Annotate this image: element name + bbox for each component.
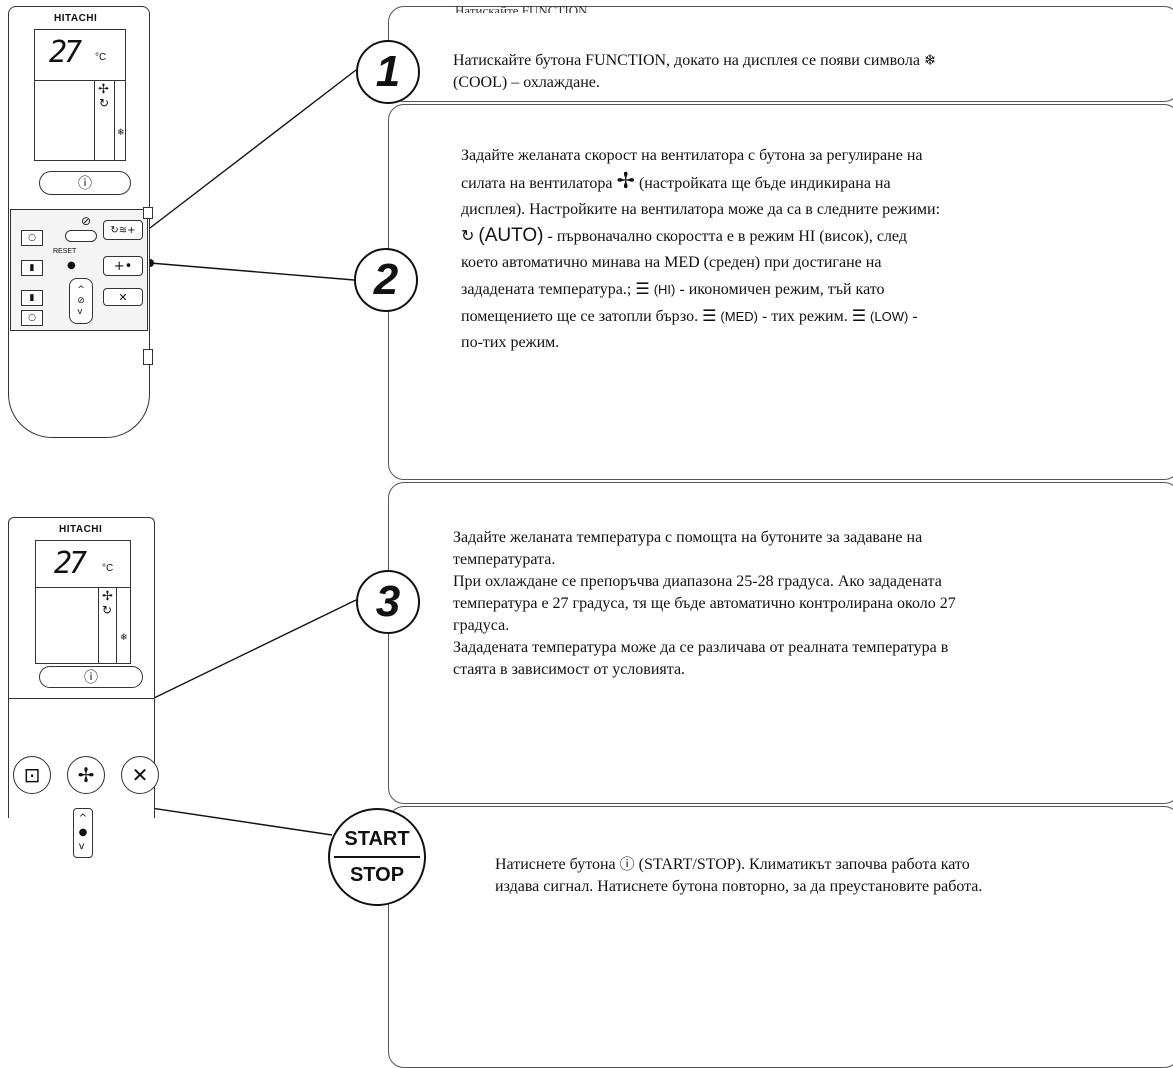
start-stop-badge: START STOP xyxy=(328,808,426,906)
snowflake-icon: ❄ xyxy=(117,128,125,138)
mode-button[interactable]: ▮ xyxy=(21,260,43,276)
fan-speed-top-button[interactable]: ↻≋+ xyxy=(103,220,143,240)
snowflake-icon: ❄ xyxy=(923,51,937,69)
swing-round-button[interactable]: ✕ xyxy=(121,756,159,794)
reset-label: RESET xyxy=(53,248,77,255)
auto-icon: ↻ xyxy=(461,226,475,245)
step-1-card: Натискайте FUNCTION... Натискайте бутона… xyxy=(388,3,1173,102)
step-1-cut-header: Натискайте FUNCTION... xyxy=(455,3,598,13)
step-4-card: Натиснете бутона ⓘ (START/STOP). Климати… xyxy=(388,806,1173,1068)
power-button[interactable]: ⓘ xyxy=(39,666,143,688)
swing-button[interactable]: ✕ xyxy=(103,288,143,306)
step-2-text: Задайте желаната скорост на вентилатора … xyxy=(461,147,941,351)
mode-round-button[interactable]: ⊡ xyxy=(13,756,51,794)
lcd-unit: °C xyxy=(102,563,114,574)
power-button[interactable]: ⓘ xyxy=(39,171,131,195)
step-3-number: 3 xyxy=(356,570,420,634)
brand-logo: HITACHI xyxy=(59,524,103,535)
snowflake-icon: ❄ xyxy=(120,633,128,643)
lcd-temperature: 27 xyxy=(54,546,87,581)
sleep-button[interactable]: ○ xyxy=(21,310,43,326)
fan-round-button[interactable]: ✢ xyxy=(67,756,105,794)
fan-hi-icon: ☰ xyxy=(635,279,650,298)
temp-down-button[interactable]: ▮ xyxy=(21,290,43,306)
brand-logo: HITACHI xyxy=(54,13,98,24)
step-2-number: 2 xyxy=(354,248,418,312)
step-4-text: Натиснете бутона ⓘ (START/STOP). Климати… xyxy=(495,855,983,895)
lcd-temperature: 27 xyxy=(49,35,82,70)
timer-icon: ⊘ xyxy=(81,214,92,228)
button-panel: ⊘ ○ ↻≋+ RESET ▮ ● +• ✕ ▮ ^⊘v ○ xyxy=(10,209,148,331)
step-1-text: Натискайте бутона FUNCTION, докато на ди… xyxy=(453,51,937,91)
remote-control-top: HITACHI 27 °C ✢ ↻ ❄ ⓘ ⊘ ○ ↻≋+ RESET ▮ ● … xyxy=(8,6,153,438)
remote-control-bottom: HITACHI 27 °C ✢ ↻ ❄ ⓘ ⊡ ✢ ✕ ^●v xyxy=(8,517,159,858)
fan-med-icon: ☰ xyxy=(702,306,717,325)
auto-icon: ↻ xyxy=(102,603,113,617)
temp-up-down-button[interactable]: ^⊘v xyxy=(69,278,93,324)
auto-icon: ↻ xyxy=(99,96,110,110)
power-icon: ⓘ xyxy=(619,855,635,873)
fan-icon: ✢ xyxy=(102,589,113,604)
step-3-text: Задайте желаната температура с помощта н… xyxy=(453,529,956,678)
fan-icon: ✢ xyxy=(98,82,109,97)
function-button[interactable]: ○ xyxy=(21,230,43,246)
fan-speed-button[interactable]: +• xyxy=(103,256,143,276)
fan-low-icon: ☰ xyxy=(851,306,867,325)
lcd-unit: °C xyxy=(95,52,107,63)
timer-button[interactable] xyxy=(65,230,97,242)
step-1-number: 1 xyxy=(356,40,420,104)
lcd-display: 27 °C ✢ ↻ ❄ xyxy=(35,540,131,664)
temperature-rocker[interactable]: ^●v xyxy=(73,808,93,858)
lcd-display: 27 °C ✢ ↻ ❄ xyxy=(34,29,126,161)
fan-icon: ✢ xyxy=(616,169,635,194)
step-3-card: Задайте желаната температура с помощта н… xyxy=(388,482,1173,804)
step-2-card: Задайте желаната скорост на вентилатора … xyxy=(388,104,1173,480)
reset-dot-icon: ● xyxy=(67,260,76,271)
